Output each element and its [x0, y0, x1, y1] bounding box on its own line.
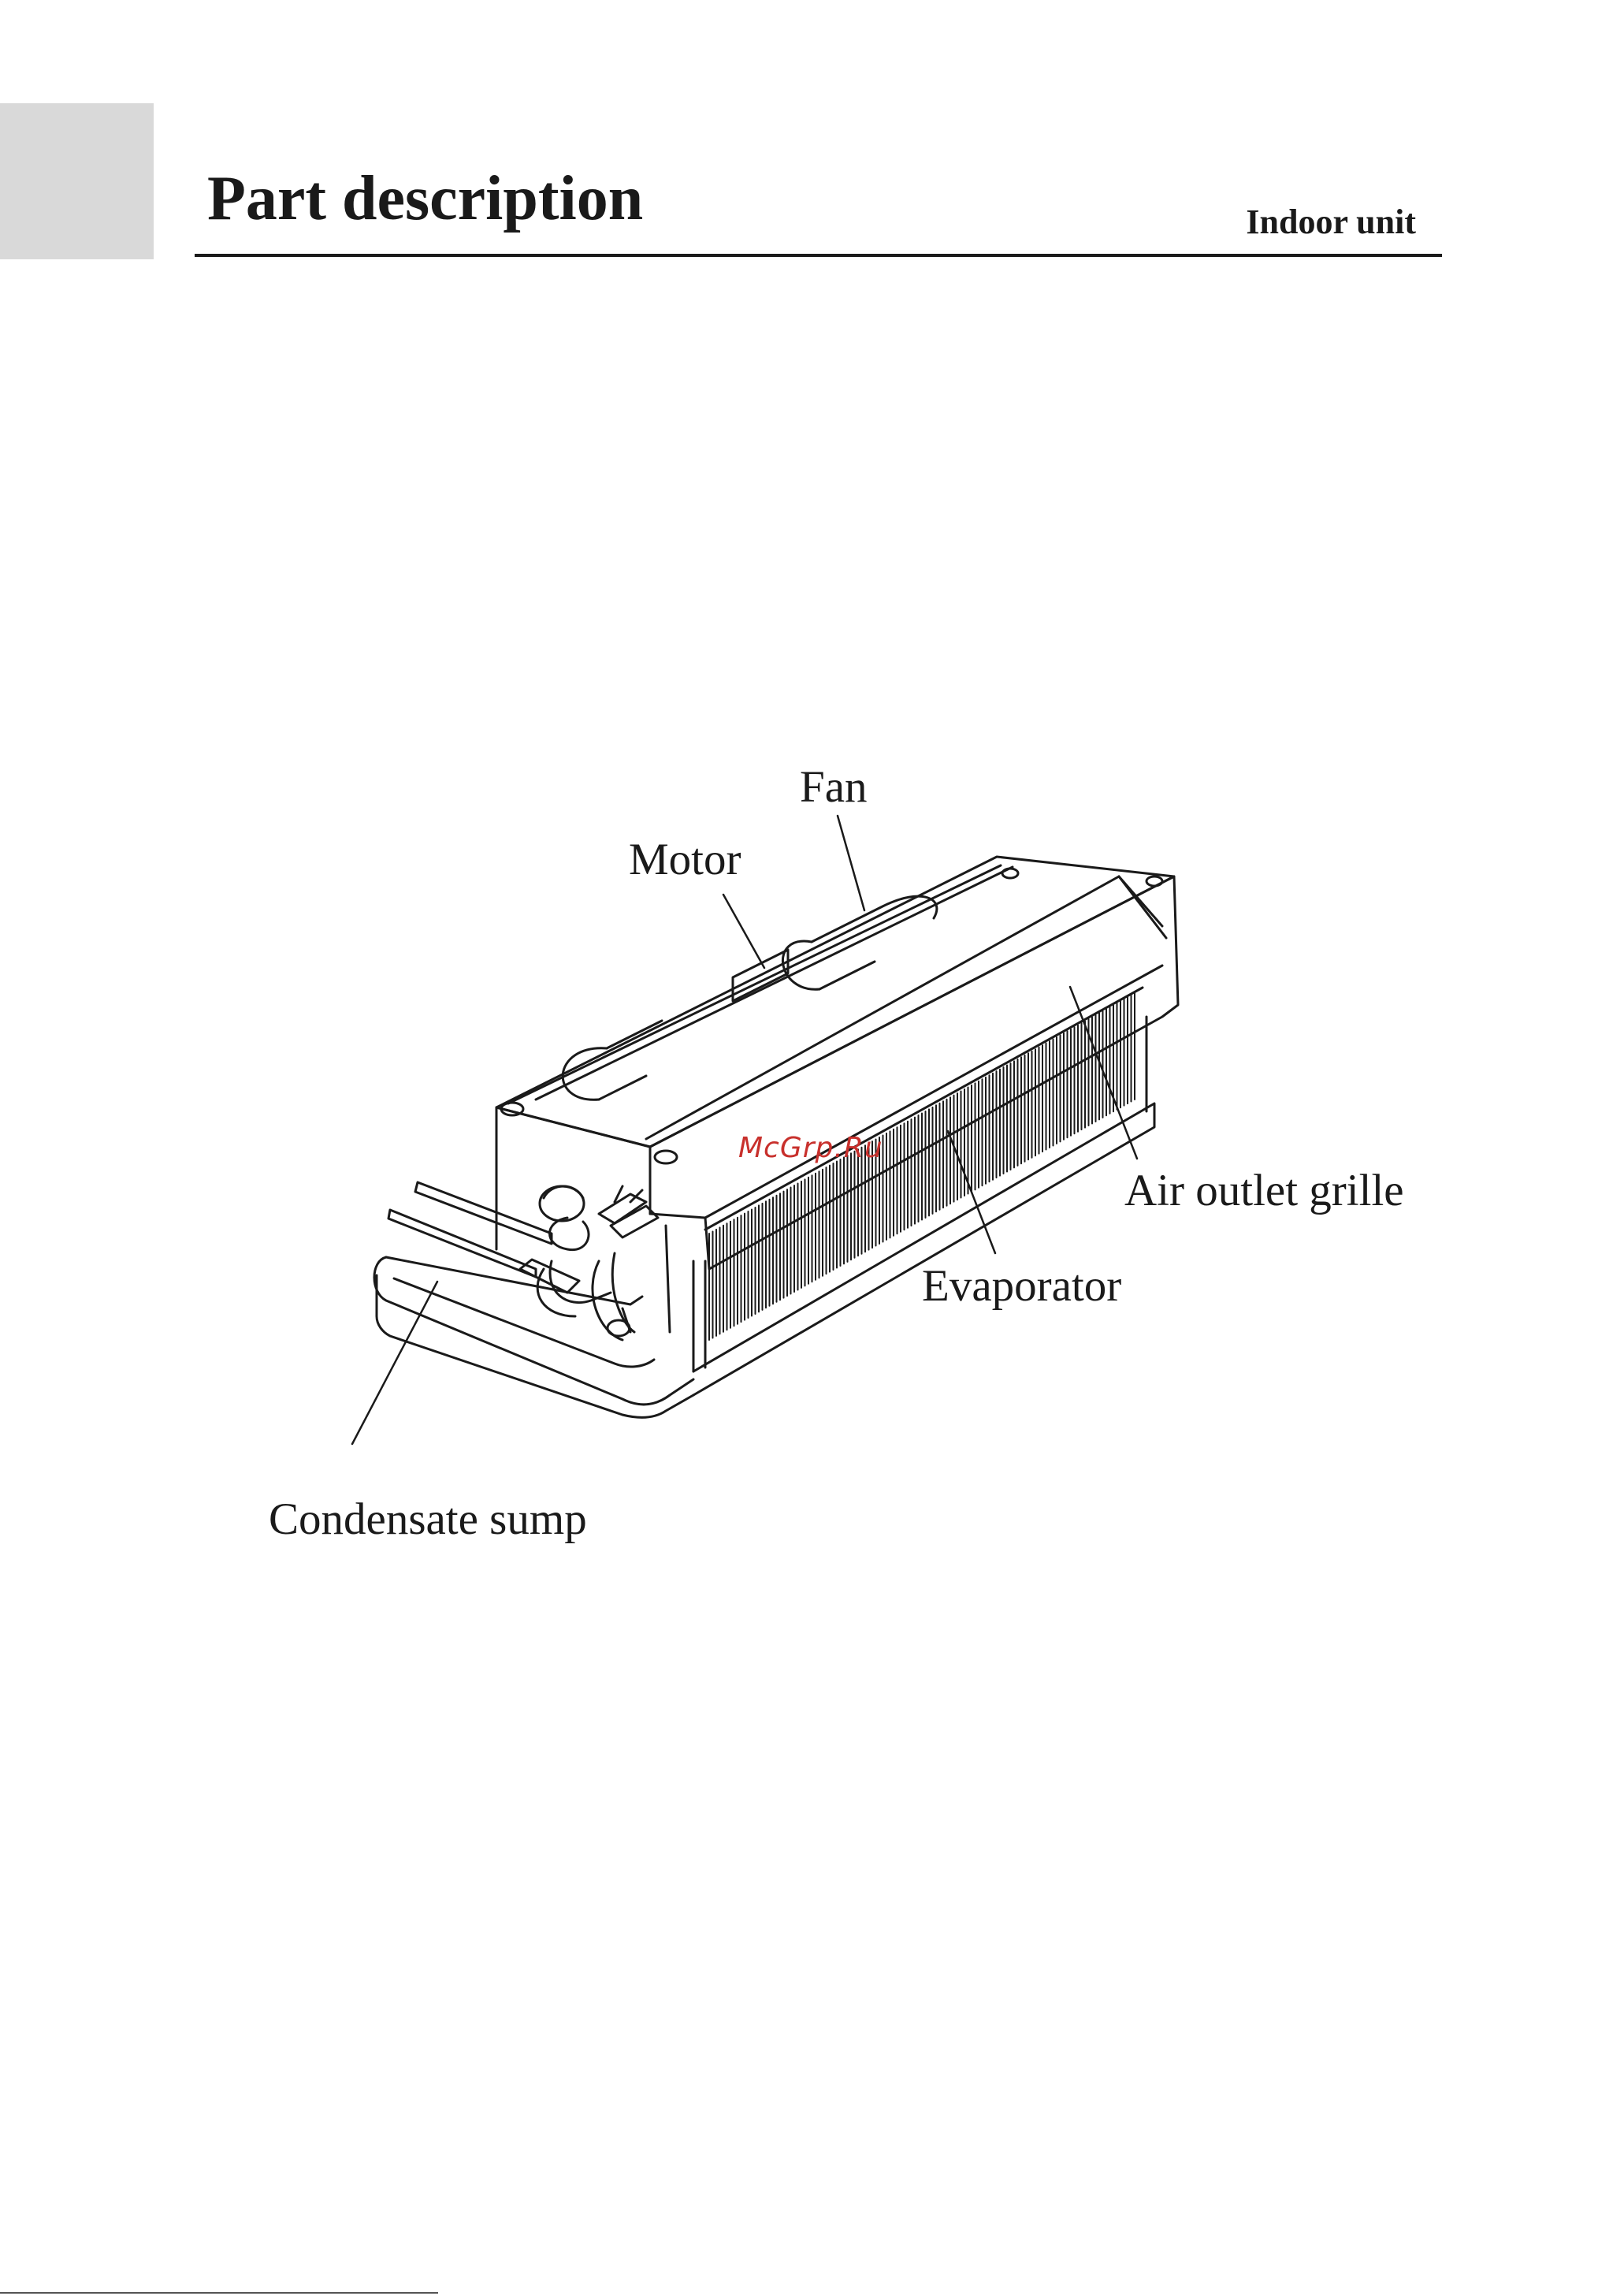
casing-top	[496, 857, 1174, 1163]
leader-lines	[352, 816, 1137, 1444]
leader-fan	[838, 816, 864, 910]
leader-condensate-sump	[352, 1282, 437, 1444]
refrigerant-pipes	[388, 1182, 658, 1340]
casing-end-panel	[496, 1107, 670, 1332]
condensate-pan	[374, 1257, 693, 1417]
fan-housings	[563, 896, 937, 1100]
leader-motor	[723, 895, 764, 968]
label-evaporator: Evaporator	[922, 1263, 1121, 1308]
label-condensate-sump: Condensate sump	[269, 1497, 587, 1542]
label-air-outlet-grille: Air outlet grille	[1124, 1168, 1404, 1213]
footer-rule	[0, 2292, 438, 2294]
label-motor: Motor	[629, 837, 741, 882]
label-fan: Fan	[800, 765, 868, 809]
watermark: McGrp.Ru	[738, 1132, 883, 1164]
